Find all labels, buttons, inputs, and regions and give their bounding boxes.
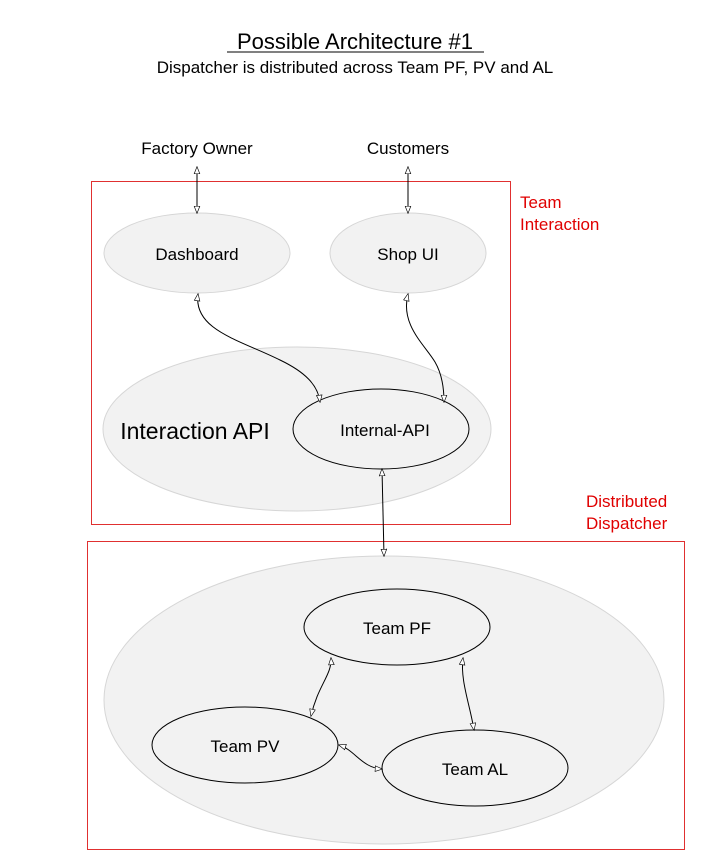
actor-factory-owner: Factory Owner bbox=[141, 139, 253, 158]
shop-ui-internal-api-arrow bbox=[406, 294, 444, 402]
team-pf-node bbox=[303, 588, 491, 666]
diagram-title: Possible Architecture #1 bbox=[237, 29, 473, 54]
team-pf-label: Team PF bbox=[363, 619, 431, 638]
dashboard-label: Dashboard bbox=[155, 245, 238, 264]
internal-api-dispatcher-arrow bbox=[382, 469, 384, 556]
distributed-dispatcher-label-line2: Dispatcher bbox=[586, 514, 668, 533]
internal-api-label: Internal-API bbox=[340, 421, 430, 440]
team-pf-team-al-arrow bbox=[462, 658, 474, 730]
shop-ui-label: Shop UI bbox=[377, 245, 438, 264]
team-pv-team-al-arrow bbox=[339, 745, 382, 769]
diagram-subtitle: Dispatcher is distributed across Team PF… bbox=[157, 58, 554, 77]
team-interaction-label-line2: Interaction bbox=[520, 215, 599, 234]
team-al-label: Team AL bbox=[442, 760, 508, 779]
dashboard-internal-api-arrow bbox=[198, 294, 320, 402]
distributed-dispatcher-label-line1: Distributed bbox=[586, 492, 667, 511]
distributed-dispatcher-label: Distributed Dispatcher bbox=[586, 492, 672, 533]
team-interaction-label-line1: Team bbox=[520, 193, 562, 212]
interaction-api-label: Interaction API bbox=[120, 418, 270, 444]
team-pf-team-pv-arrow bbox=[311, 658, 331, 716]
team-interaction-label: Team Interaction bbox=[520, 193, 599, 234]
team-interaction-group bbox=[91, 181, 511, 525]
actor-customers: Customers bbox=[367, 139, 449, 158]
team-pv-label: Team PV bbox=[211, 737, 281, 756]
